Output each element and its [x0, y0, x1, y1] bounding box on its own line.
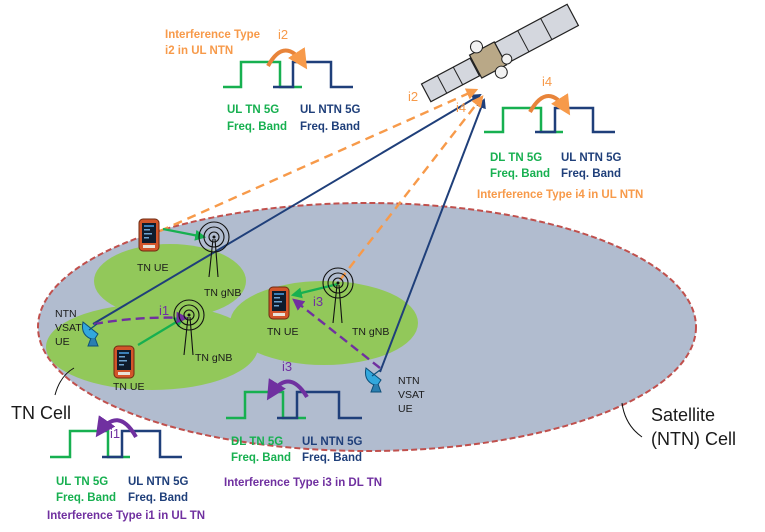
i2-right-band-1: UL NTN 5G — [300, 104, 361, 116]
i1-tag: i1 — [110, 426, 120, 441]
link-tag-i3: i3 — [313, 294, 323, 309]
interference-i2-link — [159, 88, 479, 233]
label-tn-gnb-left: TN gNB — [195, 352, 232, 364]
i2-tn-band — [223, 60, 302, 89]
tn-cell-left — [46, 304, 258, 390]
label-vsat-left-3: UE — [55, 336, 70, 348]
label-vsat-left-1: NTN — [55, 308, 77, 320]
link-tag-i4: i4 — [456, 100, 466, 115]
i3-right-band-1: UL NTN 5G — [302, 436, 363, 448]
ntn-uplink-right-vsat — [379, 98, 486, 373]
i2-title-1: Interference Type — [165, 29, 260, 41]
i1-interference-arc — [95, 415, 138, 439]
tn-ue-left-icon — [113, 345, 135, 379]
i3-tag: i3 — [282, 359, 292, 374]
label-tn-gnb-top: TN gNB — [204, 287, 241, 299]
i4-interference-arc — [528, 93, 571, 116]
i2-left-band-2: Freq. Band — [227, 121, 287, 133]
label-vsat-right-2: VSAT — [398, 389, 425, 401]
i1-title: Interference Type i1 in UL TN — [47, 510, 205, 522]
label-tn-ue-left: TN UE — [113, 381, 145, 393]
i3-left-band-1: DL TN 5G — [231, 436, 283, 448]
interference-i1-link — [93, 311, 189, 326]
satellite-cell-label-2: (NTN) Cell — [651, 429, 736, 449]
tn-ue-top-icon — [138, 218, 160, 252]
i2-title-2: i2 in UL NTN — [165, 45, 233, 57]
tn-cell-top — [94, 244, 246, 318]
i1-left-band-1: UL TN 5G — [56, 476, 108, 488]
i1-right-band-1: UL NTN 5G — [128, 476, 189, 488]
interference-block-i1: i1 UL TN 5G Freq. Band UL NTN 5G Freq. B… — [47, 415, 205, 522]
label-vsat-left-2: VSAT — [55, 322, 82, 334]
link-tag-i1: i1 — [159, 303, 169, 318]
i2-tag: i2 — [278, 27, 288, 42]
i1-left-band-2: Freq. Band — [56, 492, 116, 504]
i4-title: Interference Type i4 in UL NTN — [477, 189, 643, 201]
interference-i4-link — [339, 95, 484, 281]
i1-right-band-2: Freq. Band — [128, 492, 188, 504]
satellite-icon — [420, 3, 580, 103]
label-vsat-right-3: UE — [398, 403, 413, 415]
tn-cell-label: TN Cell — [11, 403, 71, 423]
i2-left-band-1: UL TN 5G — [227, 104, 279, 116]
interference-block-i2: Interference Type i2 in UL NTN i2 UL TN … — [165, 27, 361, 133]
link-tag-i2: i2 — [408, 89, 418, 104]
i4-left-band-2: Freq. Band — [490, 168, 550, 180]
label-tn-ue-right: TN UE — [267, 326, 299, 338]
i4-ntn-band — [535, 106, 615, 134]
i2-interference-arc — [266, 47, 308, 70]
i3-ntn-band — [277, 390, 362, 420]
i4-tn-band — [484, 106, 563, 134]
tn-ue-right-icon — [268, 286, 290, 320]
i3-right-band-2: Freq. Band — [302, 452, 362, 464]
label-tn-ue-top: TN UE — [137, 262, 169, 274]
i4-right-band-1: UL NTN 5G — [561, 152, 622, 164]
interference-block-i4: i4 DL TN 5G Freq. Band UL NTN 5G Freq. B… — [477, 74, 643, 201]
i2-ntn-band — [273, 60, 353, 89]
i3-title: Interference Type i3 in DL TN — [224, 477, 382, 489]
i1-ntn-band — [102, 429, 182, 459]
i4-left-band-1: DL TN 5G — [490, 152, 542, 164]
tn-link-top — [162, 227, 207, 241]
i4-tag: i4 — [542, 74, 552, 89]
label-tn-gnb-right: TN gNB — [352, 326, 389, 338]
tn-link-right — [290, 282, 339, 299]
tn-cell-pointer — [54, 367, 75, 396]
ntn-uplink-left-vsat — [92, 93, 482, 325]
i4-right-band-2: Freq. Band — [561, 168, 621, 180]
interference-i3-link — [292, 298, 381, 369]
i2-right-band-2: Freq. Band — [300, 121, 360, 133]
interference-block-i3: i3 DL TN 5G Freq. Band UL NTN 5G Freq. B… — [224, 359, 382, 489]
satellite-cell-label-1: Satellite — [651, 405, 715, 425]
satellite-cell-pointer — [621, 402, 643, 438]
label-vsat-right-1: NTN — [398, 375, 420, 387]
i3-left-band-2: Freq. Band — [231, 452, 291, 464]
i3-interference-arc — [266, 378, 309, 401]
